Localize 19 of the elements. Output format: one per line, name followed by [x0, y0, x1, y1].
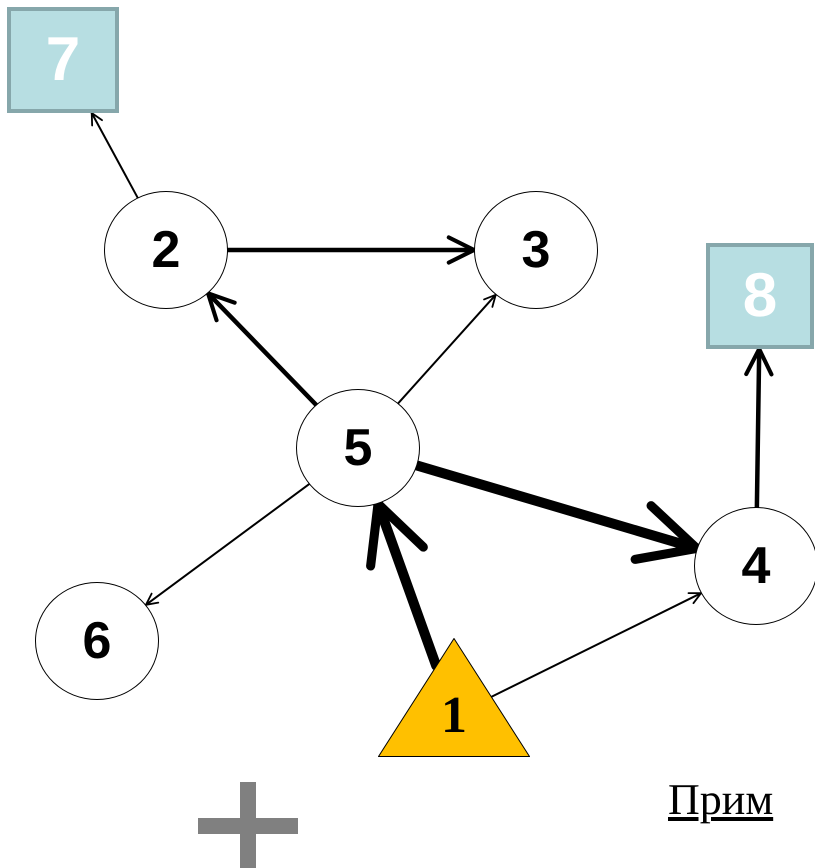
square-node: [7, 7, 119, 113]
node-number: 3: [522, 224, 550, 276]
arrow: [206, 291, 318, 407]
arrow: [490, 592, 702, 698]
arrow: [144, 483, 310, 606]
node-number: 1: [441, 690, 467, 742]
square-node: [706, 243, 814, 349]
node-number: 2: [152, 224, 180, 276]
arrow: [744, 346, 774, 510]
arrow: [90, 112, 139, 199]
node-number: 7: [46, 29, 80, 91]
triangle-node: [378, 638, 530, 757]
node-number: 5: [344, 422, 372, 474]
node-number: 4: [742, 540, 770, 592]
arrow: [226, 235, 476, 265]
arrow: [397, 294, 497, 404]
node-number: 6: [82, 615, 112, 667]
note-text: Прим: [668, 778, 774, 822]
node-number: 8: [742, 265, 778, 327]
